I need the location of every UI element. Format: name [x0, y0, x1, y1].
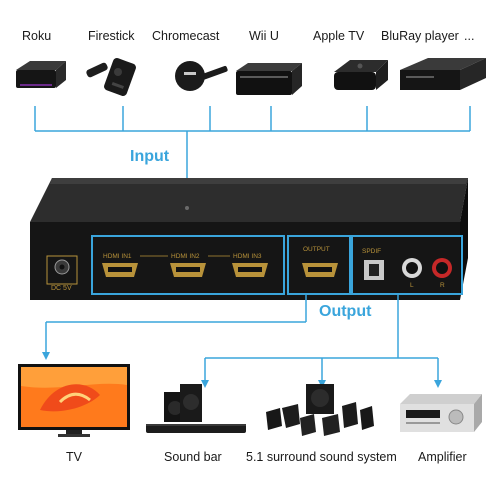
port-label-spdif: SPDIF: [362, 248, 381, 255]
port-label-hdmi2: HDMI IN2: [171, 253, 200, 260]
hdmi-switch-device: [30, 178, 468, 300]
port-label-left: L: [410, 282, 414, 289]
appletv-device: [334, 60, 388, 90]
firestick-device: [85, 57, 137, 97]
port-label-dc: DC 5V: [51, 285, 72, 292]
surround-device: [266, 384, 374, 436]
port-label-hdmi1: HDMI IN1: [103, 253, 132, 260]
amplifier-device: [400, 394, 482, 432]
soundbar-device: [146, 384, 246, 433]
wiiu-device: [236, 63, 302, 95]
port-label-hdmi3: HDMI IN3: [233, 253, 262, 260]
port-label-output: OUTPUT: [303, 246, 330, 253]
tv-device: [18, 364, 130, 437]
port-label-right: R: [440, 282, 445, 289]
chromecast-device: [175, 61, 228, 91]
bluray-device: [400, 58, 486, 90]
roku-device: [16, 61, 66, 88]
